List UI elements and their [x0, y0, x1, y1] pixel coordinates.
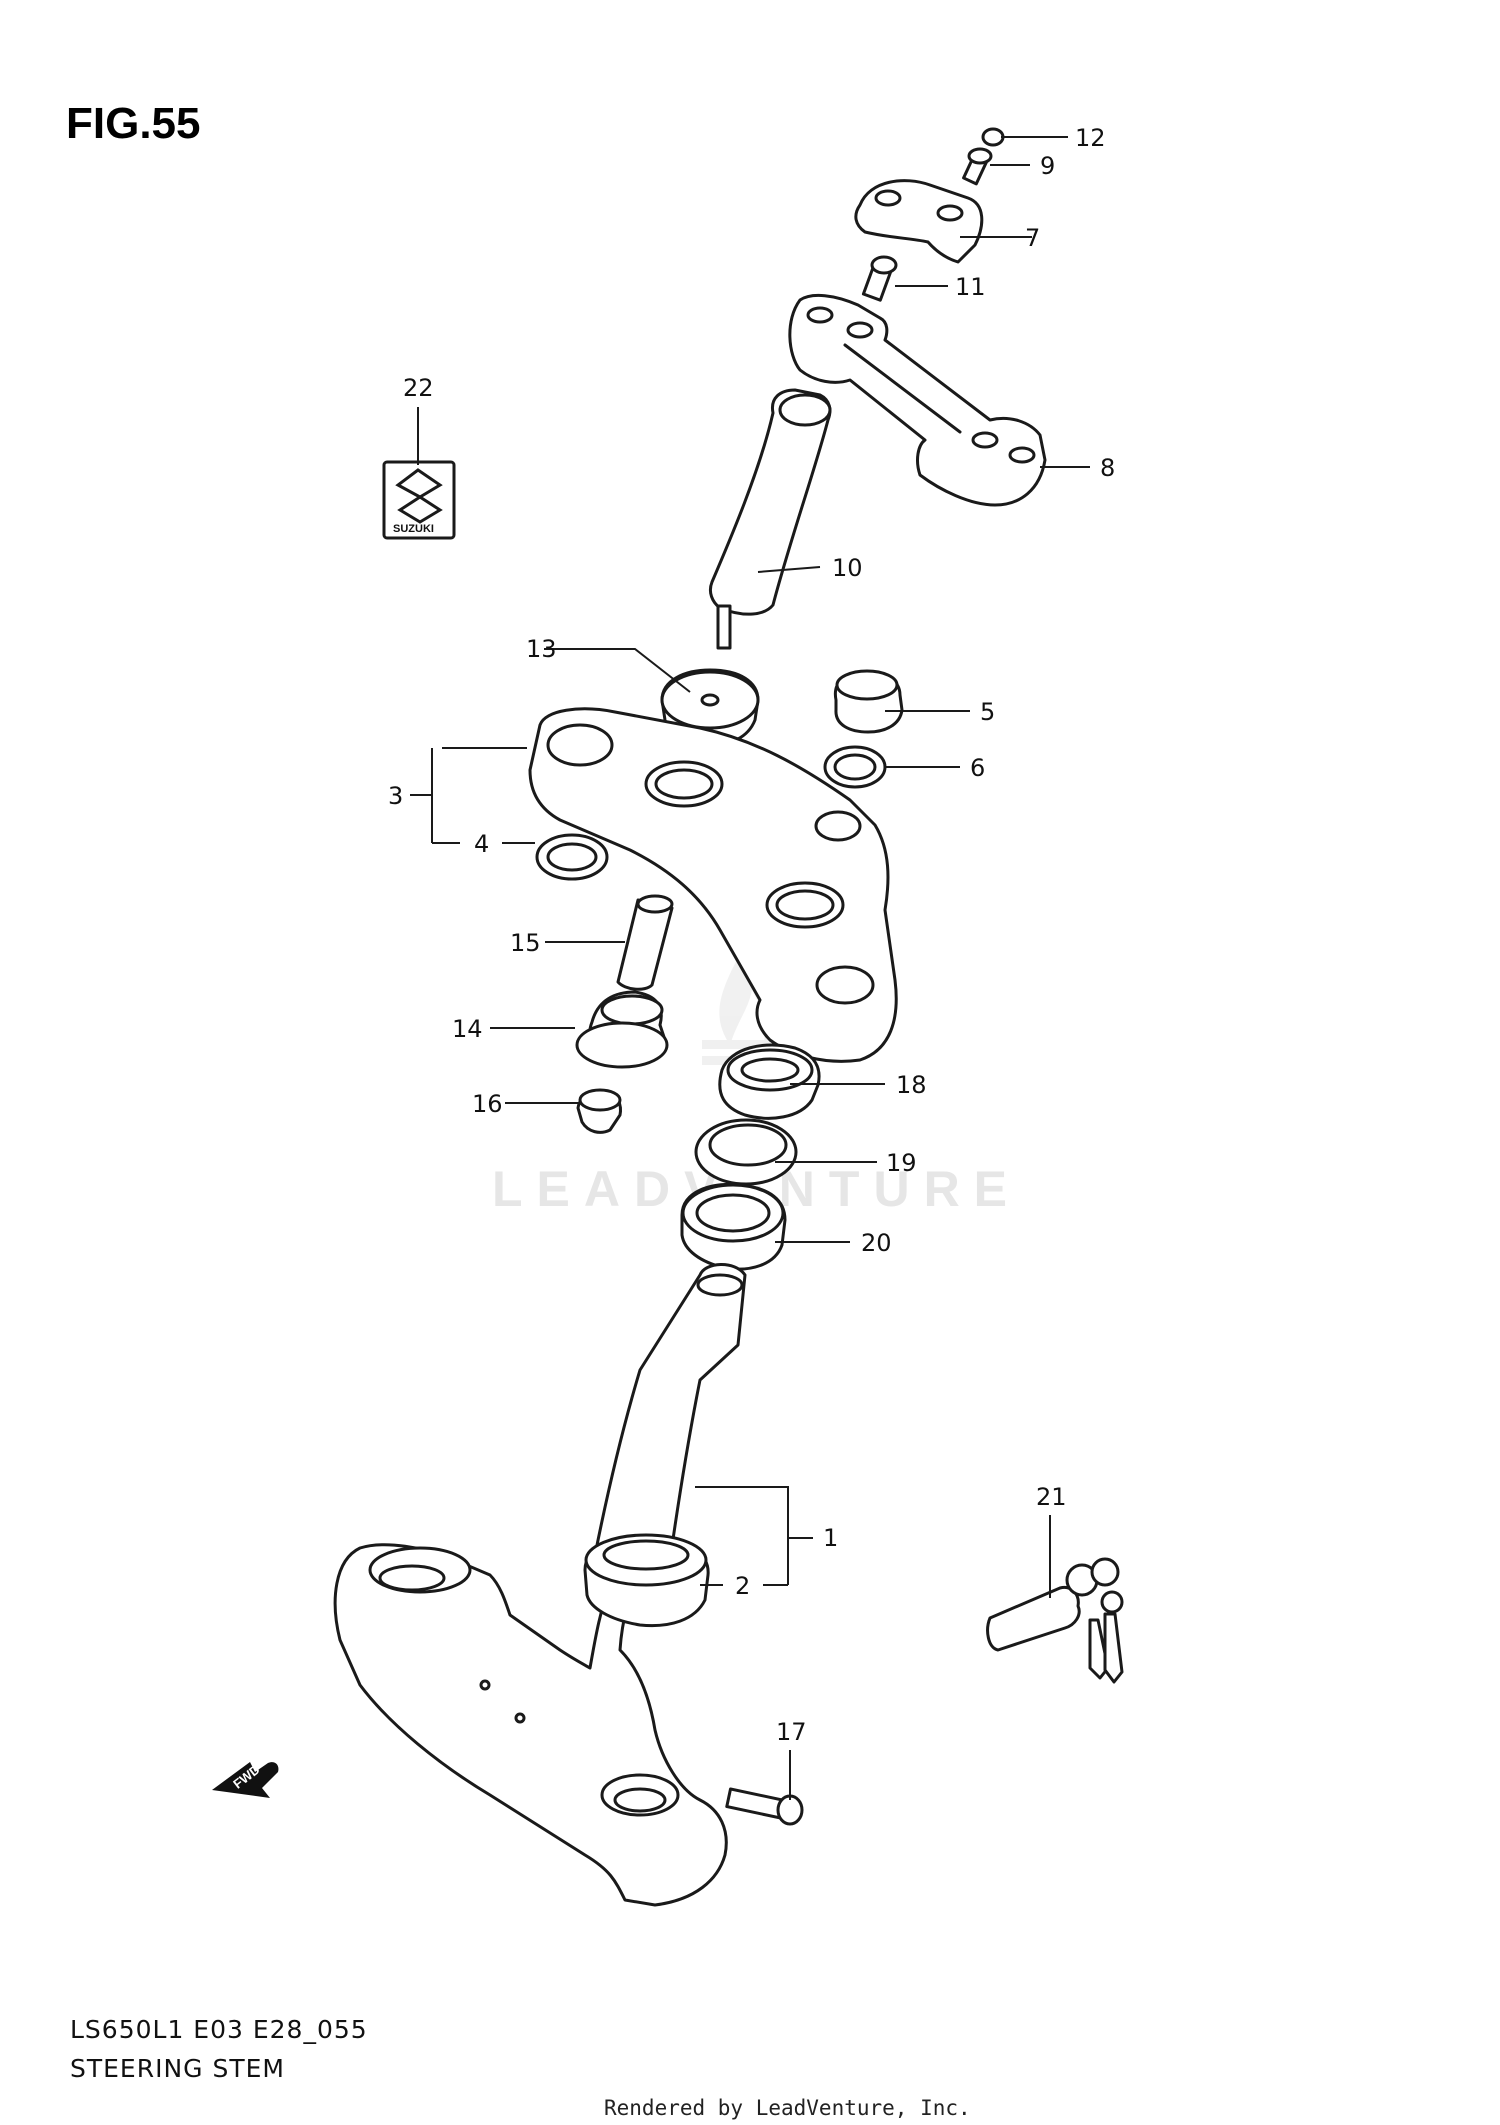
section-name: STEERING STEM	[70, 2054, 285, 2083]
part-22-emblem[interactable]: SUZUKI	[382, 460, 456, 540]
part-4-washer[interactable]	[535, 833, 609, 881]
part-20-bearing[interactable]	[680, 1182, 787, 1271]
part-19-seal[interactable]	[694, 1118, 798, 1186]
callout-8[interactable]: 8	[1100, 454, 1115, 482]
part-1-steering-stem[interactable]	[333, 1263, 747, 1907]
footer-credit: Rendered by LeadVenture, Inc.	[604, 2096, 971, 2120]
callout-17[interactable]: 17	[776, 1718, 807, 1746]
callout-22[interactable]: 22	[403, 374, 434, 402]
figure-title: FIG.55	[66, 99, 201, 148]
callout-19[interactable]: 19	[886, 1149, 917, 1177]
callout-16[interactable]: 16	[472, 1090, 503, 1118]
callout-11[interactable]: 11	[955, 273, 986, 301]
part-17-bolt[interactable]	[725, 1787, 804, 1826]
callout-14[interactable]: 14	[452, 1015, 483, 1043]
part-15-pin[interactable]	[616, 894, 674, 991]
part-12-cap[interactable]	[981, 127, 1005, 147]
part-21-key-set[interactable]	[986, 1557, 1124, 1684]
part-2-lower-bearing[interactable]	[583, 1533, 710, 1628]
emblem-label: SUZUKI	[393, 523, 434, 535]
callout-7[interactable]: 7	[1025, 224, 1040, 252]
callout-9[interactable]: 9	[1040, 152, 1055, 180]
callout-13[interactable]: 13	[526, 635, 557, 663]
part-10-riser[interactable]	[708, 388, 832, 650]
part-9-bolt[interactable]	[962, 147, 993, 186]
callout-3[interactable]: 3	[388, 782, 403, 810]
part-16-plug[interactable]	[576, 1088, 622, 1134]
callout-10[interactable]: 10	[832, 554, 863, 582]
leader-lines	[410, 136, 1090, 1800]
model-code: LS650L1 E03 E28_055	[70, 2015, 368, 2044]
part-14-damper[interactable]	[575, 990, 669, 1069]
callout-2[interactable]: 2	[735, 1572, 750, 1600]
part-6-washer[interactable]	[823, 745, 887, 789]
part-3-upper-bracket[interactable]	[528, 707, 898, 1063]
callout-21[interactable]: 21	[1036, 1483, 1067, 1511]
fwd-arrow-icon: FWD	[212, 1762, 279, 1798]
callout-15[interactable]: 15	[510, 929, 541, 957]
callout-12[interactable]: 12	[1075, 124, 1106, 152]
part-18-nut[interactable]	[718, 1043, 821, 1120]
part-8-handlebar-holder[interactable]	[788, 293, 1047, 507]
callout-20[interactable]: 20	[861, 1229, 892, 1257]
callout-18[interactable]: 18	[896, 1071, 927, 1099]
callout-5[interactable]: 5	[980, 698, 995, 726]
callout-4[interactable]: 4	[474, 830, 489, 858]
part-7-handlebar-clamp[interactable]	[854, 179, 984, 264]
callout-labels: 1 2 3 4 5 6 7 8 9 10 11 12 13 14 15 16 1…	[388, 124, 1115, 1746]
callout-1[interactable]: 1	[823, 1524, 838, 1552]
part-5-cap[interactable]	[833, 669, 904, 734]
suzuki-logo-icon	[395, 468, 443, 524]
callout-6[interactable]: 6	[970, 754, 985, 782]
part-11-bolt[interactable]	[861, 255, 898, 302]
